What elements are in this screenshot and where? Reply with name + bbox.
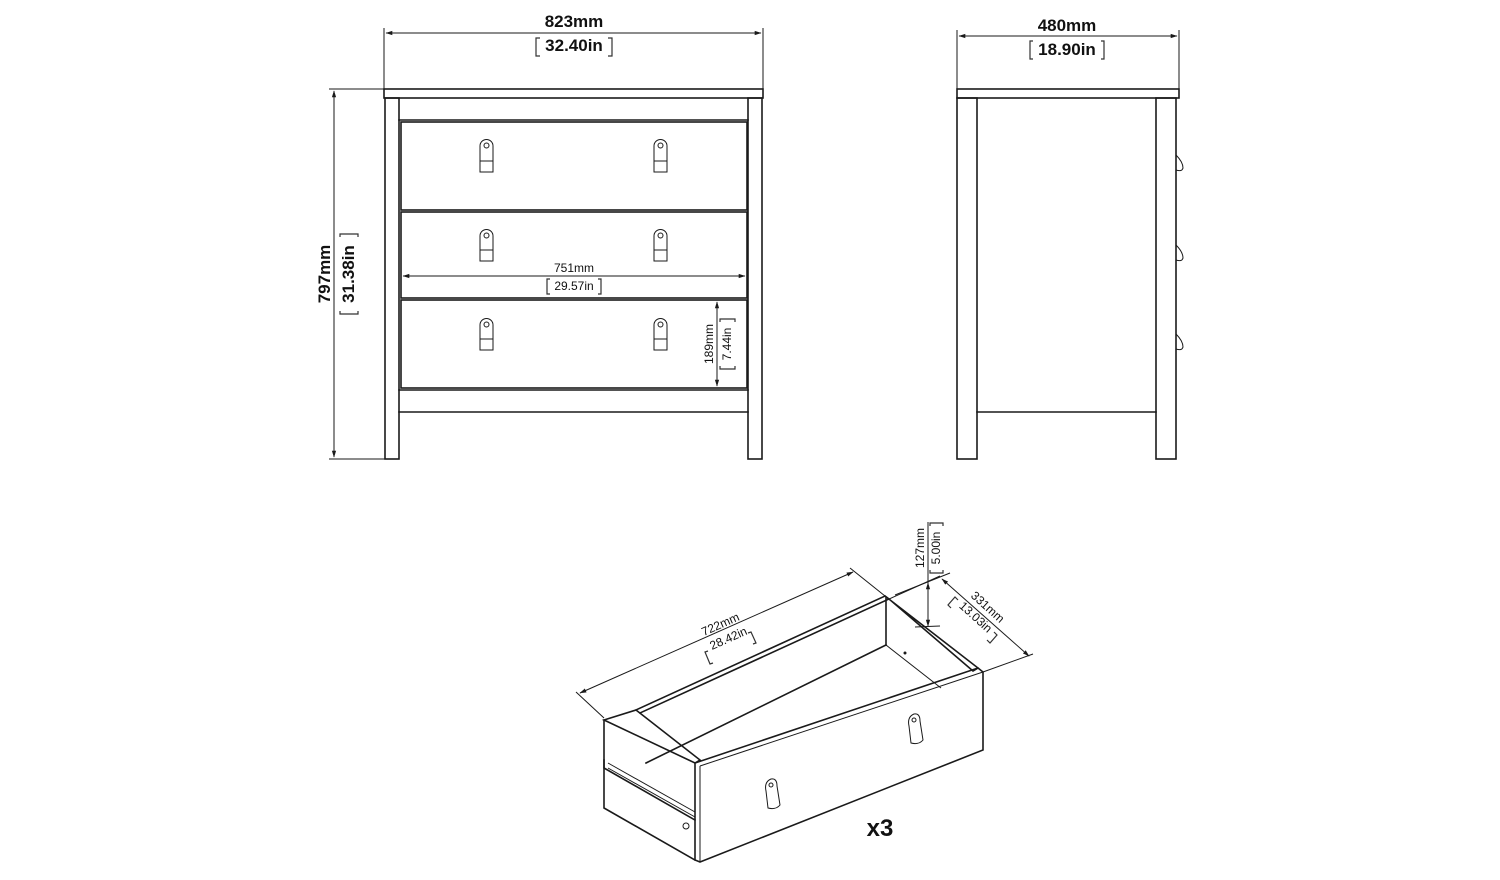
side-handle-icon [1175, 145, 1184, 172]
side-handle-icon [1175, 235, 1184, 262]
drawer-length-dimension: 722mm 28.42in [575, 567, 886, 719]
handle-icon [653, 139, 668, 173]
drawer-isometric-view: 722mm 28.42in 127mm 5.00in 331mm 13.03in [575, 522, 1034, 863]
drawer-height-detail-dimension: 127mm 5.00in [888, 522, 944, 628]
drawer-height-dimension: 189mm 7.44in [702, 301, 736, 387]
side-depth-dimension: 480mm 18.90in [956, 16, 1180, 98]
drawer-height-detail-mm: 127mm [913, 528, 927, 568]
side-front-leg [1155, 97, 1177, 460]
front-height-mm: 797mm [315, 245, 334, 304]
inner-width-dimension: 751mm 29.57in [402, 261, 746, 295]
front-height-in: 31.38in [339, 245, 358, 303]
drawer-height-in: 7.44in [720, 328, 734, 361]
top-board [383, 88, 764, 99]
side-back-leg [956, 97, 978, 460]
handle-icon [653, 318, 668, 351]
drawer-height-detail-in: 5.00in [929, 532, 943, 565]
side-top-board [956, 88, 1180, 99]
side-depth-mm: 480mm [1038, 16, 1097, 35]
handle-icon [479, 139, 494, 173]
drawer-handle-icon [908, 713, 924, 745]
drawer-height-mm: 189mm [702, 324, 716, 364]
inner-width-mm: 751mm [554, 261, 594, 275]
handle-icon [653, 229, 668, 262]
handle-icon [479, 318, 494, 351]
right-leg [747, 97, 763, 460]
drawer-front-2 [400, 211, 748, 299]
drawer-front-1 [400, 121, 748, 211]
front-width-mm: 823mm [545, 12, 604, 31]
drawer-quantity-label: x3 [867, 815, 894, 842]
front-height-dimension: 797mm 31.38in [315, 88, 385, 460]
side-handle-icon [1175, 324, 1184, 351]
front-width-dimension: 823mm 32.40in [383, 12, 764, 98]
front-width-in: 32.40in [545, 36, 603, 55]
left-leg [384, 97, 400, 460]
inner-width-in: 29.57in [554, 279, 593, 293]
drawer-front-3 [400, 299, 748, 389]
drawer-handle-icon [765, 778, 781, 810]
side-view: 480mm 18.90in [956, 16, 1184, 460]
front-view: 823mm 32.40in [315, 12, 764, 460]
handle-icon [479, 229, 494, 262]
drawer-front-panel [694, 667, 984, 863]
side-depth-in: 18.90in [1038, 40, 1096, 59]
